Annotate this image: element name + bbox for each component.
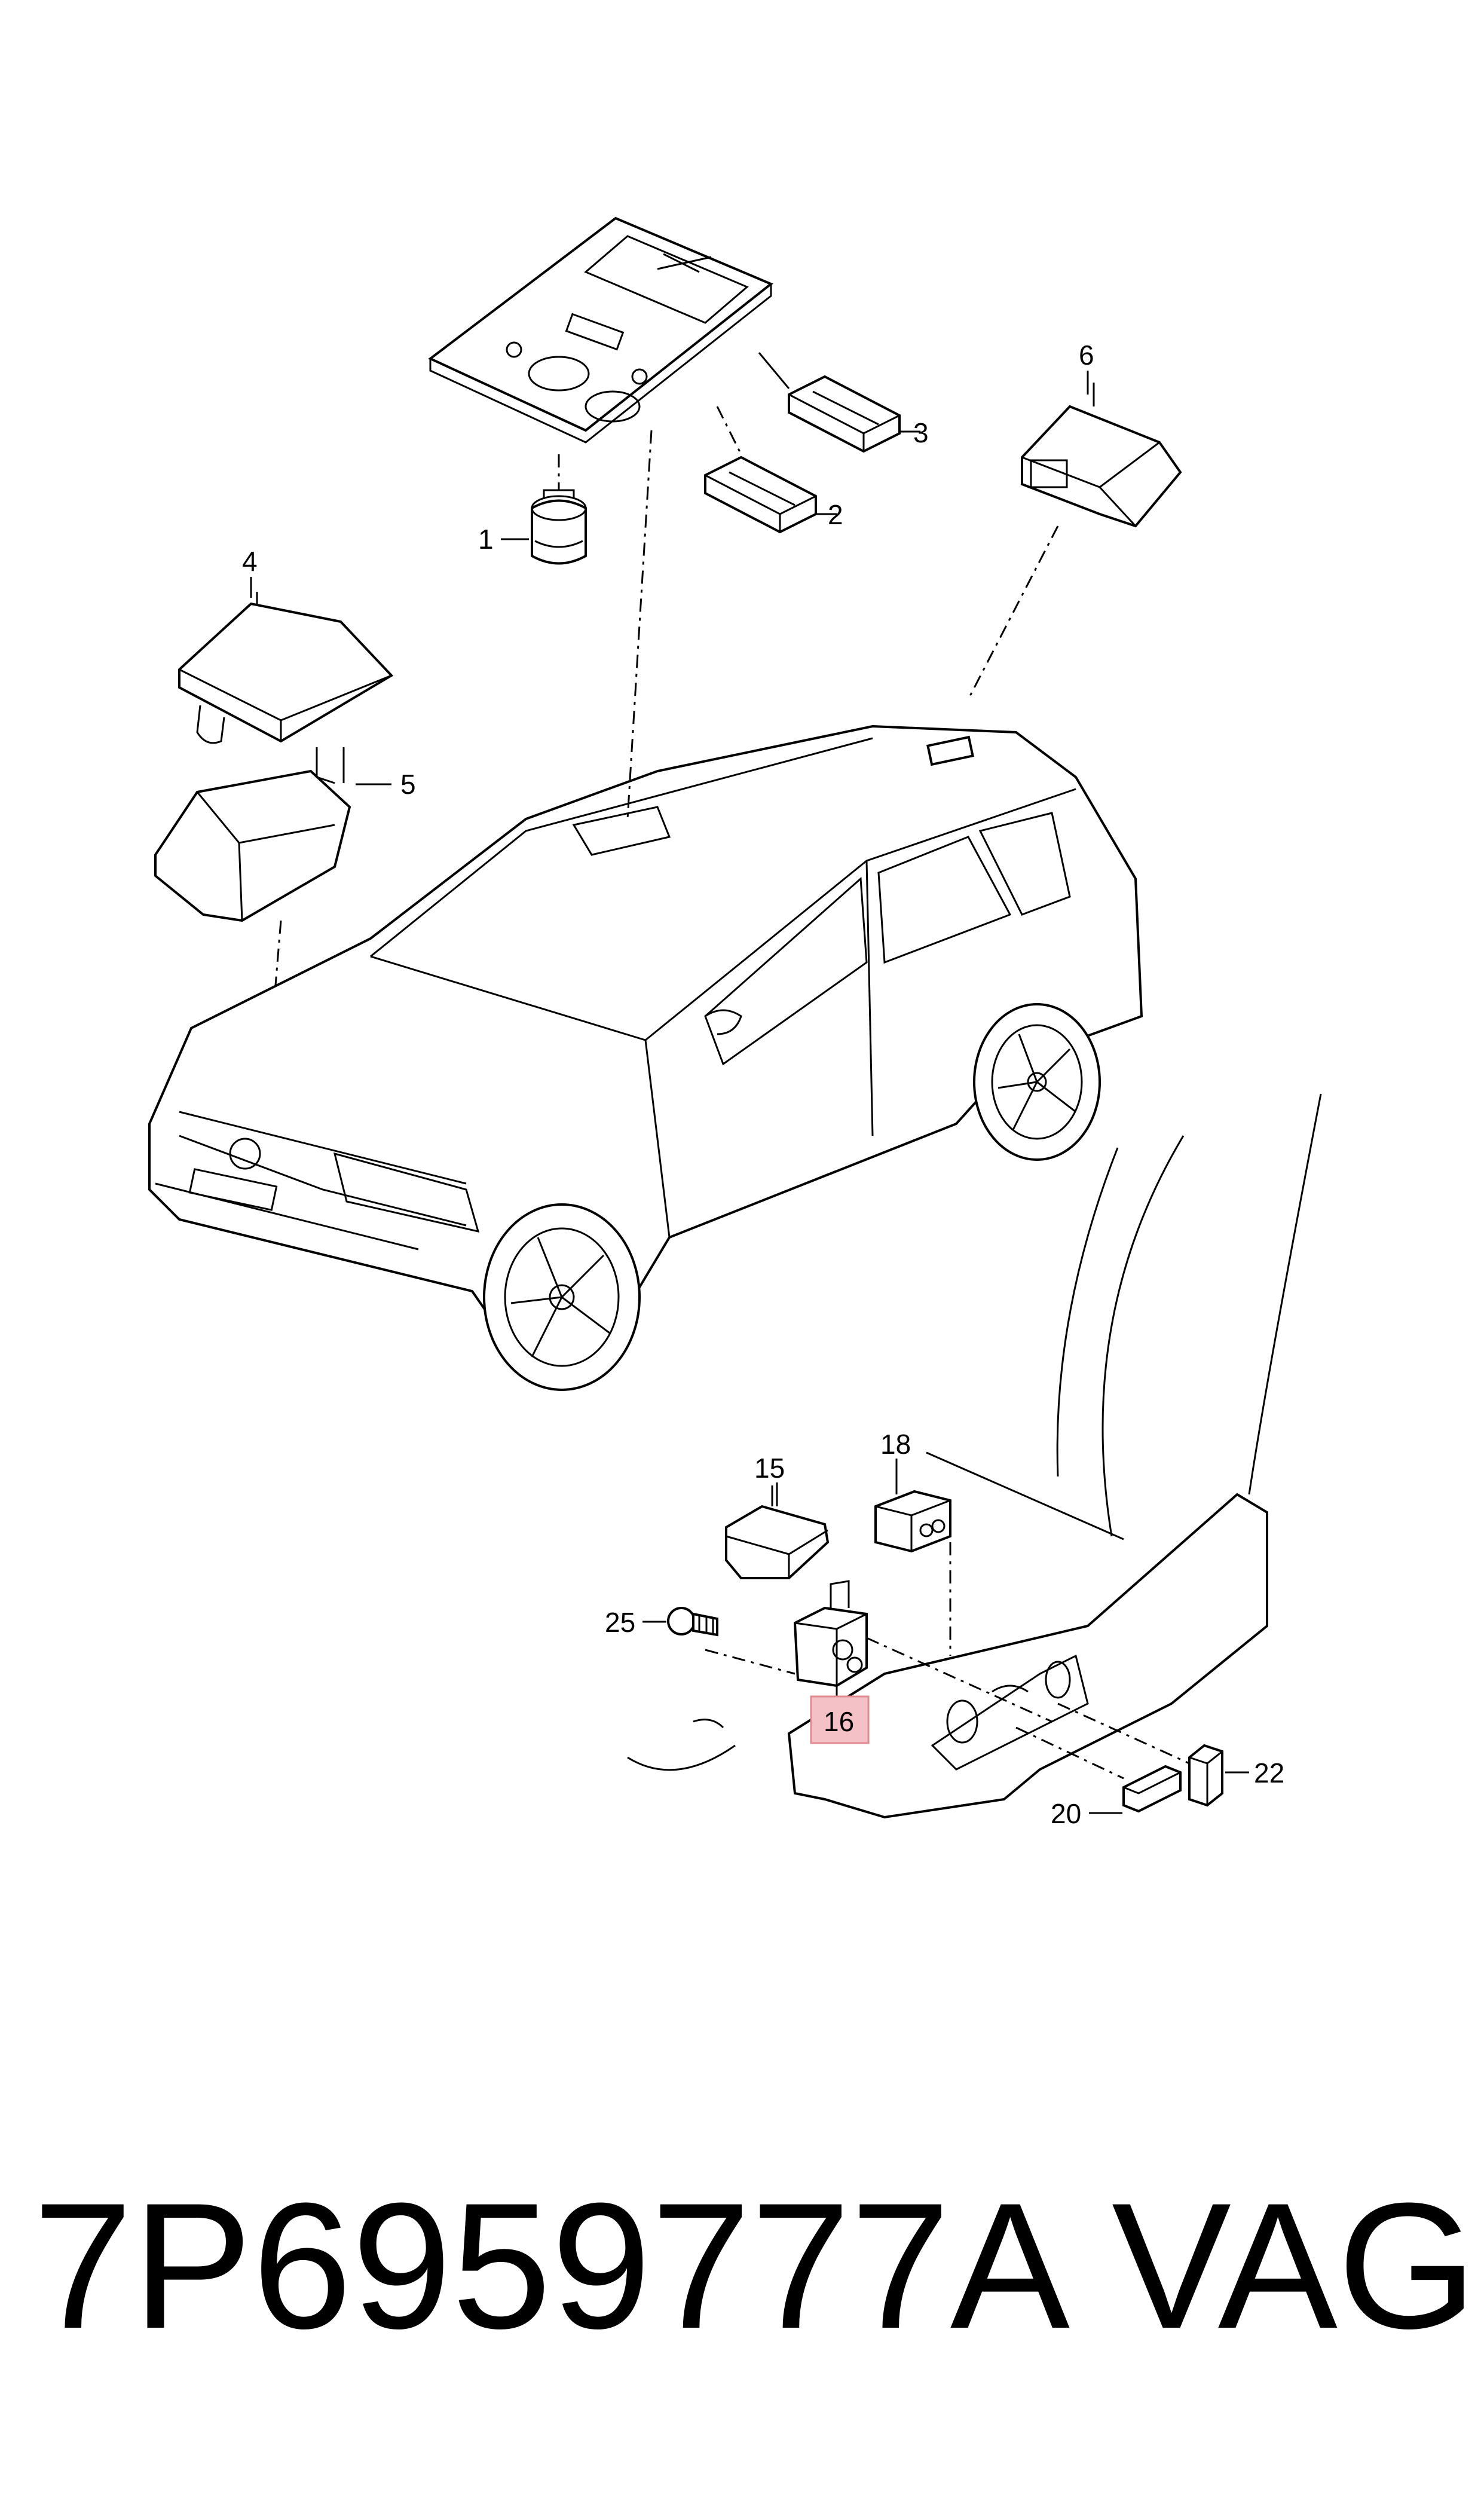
callout-1: 1 [478,524,494,555]
module-15 [725,1482,830,1579]
callout-3: 3 [913,417,929,448]
callout-25: 25 [605,1607,635,1638]
connector-18 [874,1490,951,1553]
trim-cap-22 [1188,1744,1223,1807]
rear-wheel [973,1003,1101,1161]
callout-16: 16 [824,1706,854,1737]
bracket-5 [154,747,351,922]
part-number: 7P6959777A [33,2165,1070,2366]
front-wheel [483,1203,641,1391]
control-unit-4 [178,592,394,744]
callout-20: 20 [1051,1798,1081,1829]
switch-2 [704,455,817,534]
seat-frame [627,1093,1322,1819]
brand-name: VAG [1112,2165,1477,2366]
overhead-console [428,216,773,444]
callout-22: 22 [1254,1757,1284,1789]
highlight-box-16 [810,1695,870,1744]
callout-2: 2 [828,499,843,530]
callout-6: 6 [1079,340,1094,371]
callout-4: 4 [242,546,258,577]
switch-3 [788,375,901,453]
seat-switch-16 [793,1580,868,1687]
screw-25 [667,1607,718,1637]
bulb-holder [531,489,587,565]
trim-cap-20 [1122,1765,1182,1813]
callout-18: 18 [880,1429,911,1460]
suv-body [148,724,1143,1371]
callout-5: 5 [400,769,416,800]
callout-15: 15 [754,1453,785,1484]
control-module-6 [1021,383,1182,528]
